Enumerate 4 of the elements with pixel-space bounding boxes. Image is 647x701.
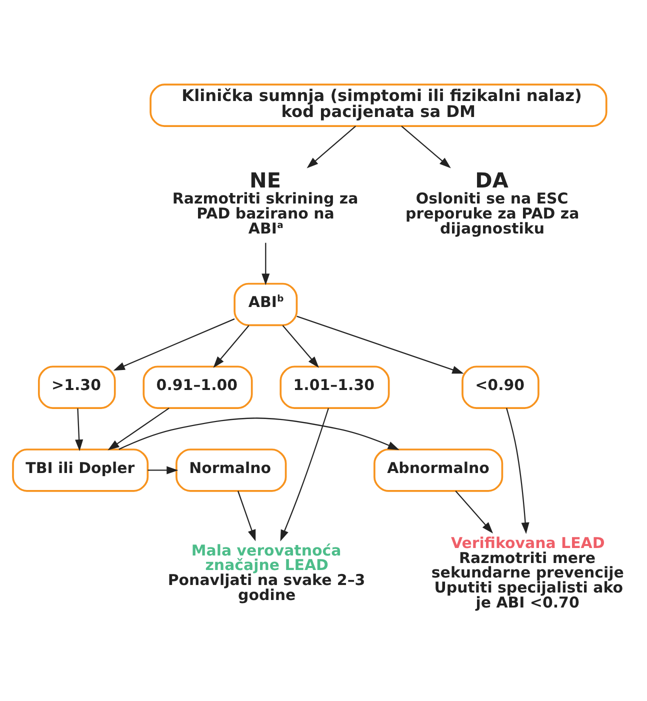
node-text: NE Razmotriti skrining za PAD bazirano na ABI$^{a}$ bbox=[172, 168, 358, 238]
node-text: DA Osloniti se na ESC preporuke za PAD za dijagnostiku bbox=[406, 168, 580, 238]
node-text: Mala verovatnoća značajne LEAD Ponavljati na svake 2–3 godine bbox=[168, 541, 366, 604]
node-text: Verifikovana LEAD Razmotriti mere sekundarne prevencije Uputiti specijalisti ako je ABI <0.70 bbox=[431, 534, 624, 612]
